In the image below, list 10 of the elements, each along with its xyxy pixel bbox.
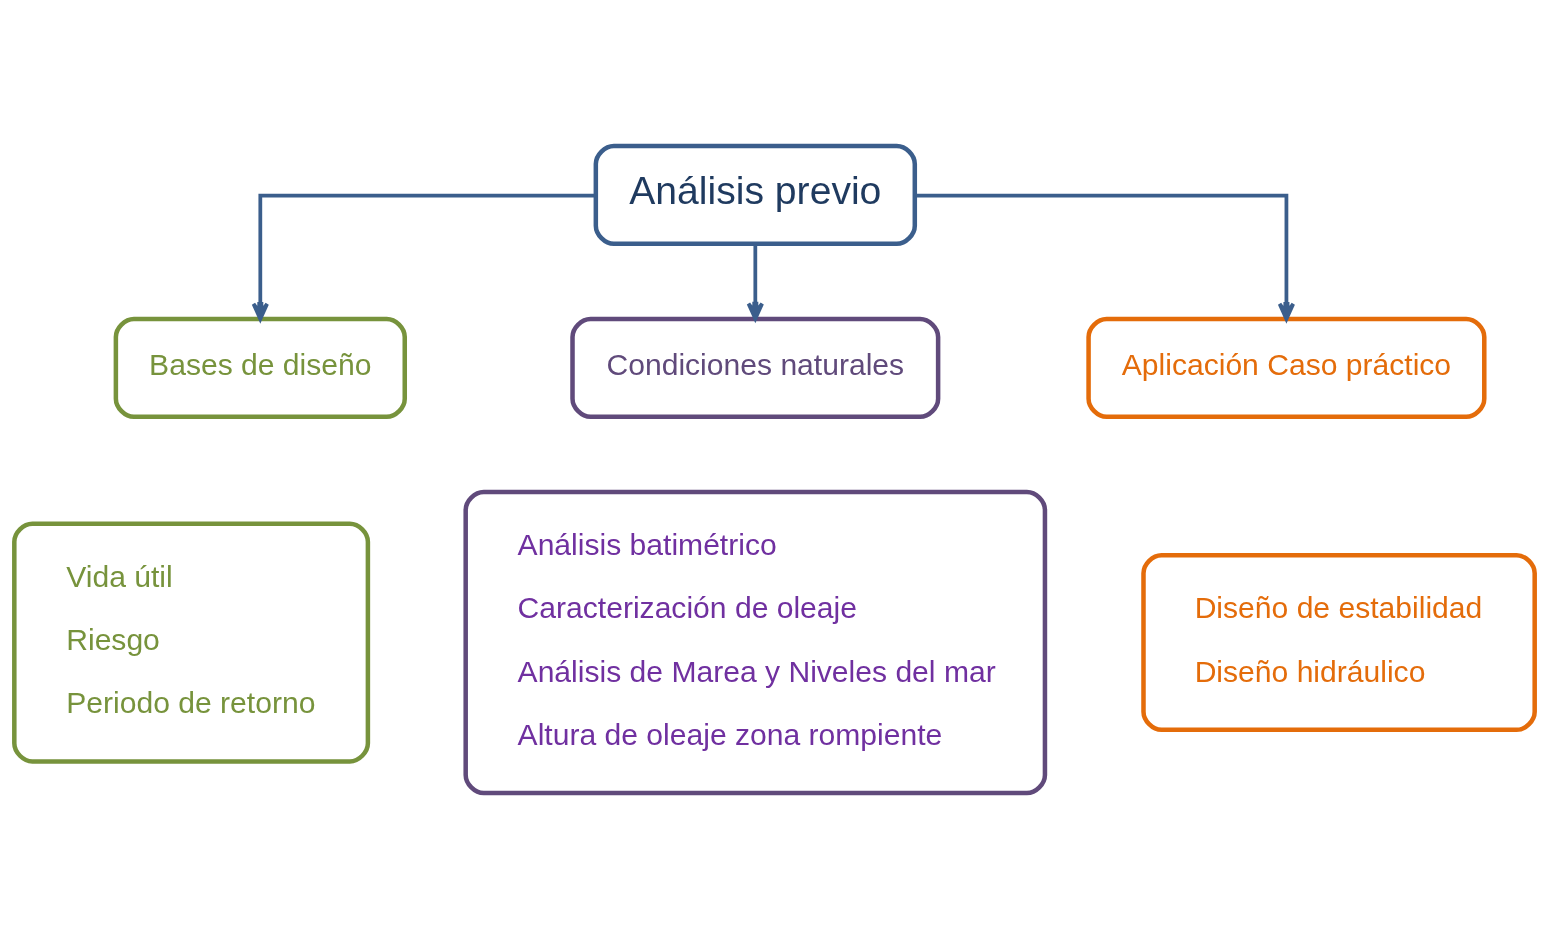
node-box: Diseño de estabilidad Diseño hidráulico [1141, 552, 1537, 732]
node-box: Bases de diseño [113, 316, 407, 419]
node-box: Análisis previo [593, 143, 918, 246]
node-box: Aplicación Caso práctico [1086, 316, 1487, 419]
node-box: Vida útil Riesgo Periodo de retorno [12, 520, 371, 764]
node-box: Condiciones naturales [570, 316, 941, 419]
node-box: Análisis batimétrico Caracterización de oleaje Análisis de Marea y Niveles del mar Altura de oleaje zona rompiente [463, 489, 1048, 795]
arrow [746, 243, 764, 321]
arrow [251, 193, 596, 321]
arrow [915, 193, 1296, 321]
